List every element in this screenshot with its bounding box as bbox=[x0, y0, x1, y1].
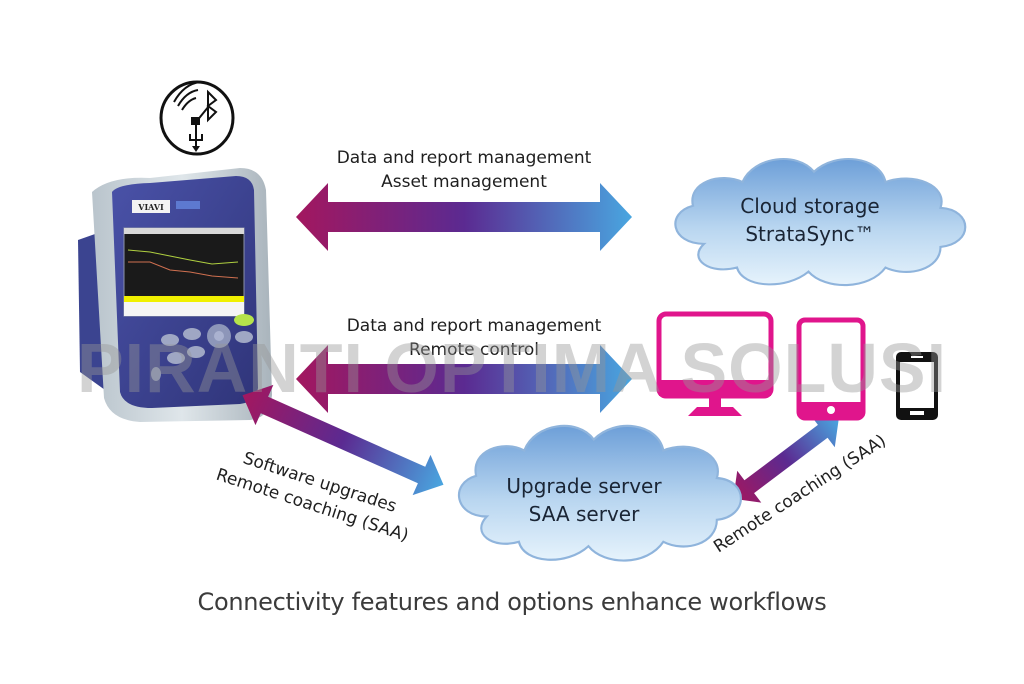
smartphone-icon bbox=[896, 352, 938, 420]
tablet-icon bbox=[796, 317, 866, 421]
remote-link-label-line1: Data and report management bbox=[346, 316, 602, 336]
diagram-caption: Connectivity features and options enhanc… bbox=[197, 588, 827, 616]
upgrade-server-line2: SAA server bbox=[528, 502, 640, 526]
instrument-device: VIAVI bbox=[78, 168, 272, 422]
monitor-icon bbox=[656, 311, 774, 416]
connectivity-icon bbox=[159, 80, 235, 156]
brand-text: VIAVI bbox=[137, 202, 164, 212]
cloud-storage-line2: StrataSync™ bbox=[745, 222, 875, 246]
brand-plate bbox=[132, 200, 170, 213]
arrow-coaching-link bbox=[733, 415, 839, 503]
upgrade-server-text: Upgrade server SAA server bbox=[474, 472, 694, 528]
arrow-upgrade-link bbox=[242, 384, 444, 496]
arrow-remote-link bbox=[296, 345, 632, 413]
remote-link-label: Data and report management Remote contro… bbox=[324, 314, 624, 362]
arrow-cloud-link bbox=[296, 183, 632, 251]
cloud-storage-text: Cloud storage StrataSync™ bbox=[700, 192, 920, 248]
remote-link-label-line2: Remote control bbox=[409, 340, 539, 360]
cloud-link-label-line2: Asset management bbox=[381, 172, 547, 192]
cloud-link-label-line1: Data and report management bbox=[336, 148, 592, 168]
cloud-storage-line1: Cloud storage bbox=[740, 194, 880, 218]
cloud-link-label: Data and report management Asset managem… bbox=[314, 146, 614, 194]
upgrade-server-line1: Upgrade server bbox=[506, 474, 662, 498]
device-key-green bbox=[234, 314, 254, 326]
